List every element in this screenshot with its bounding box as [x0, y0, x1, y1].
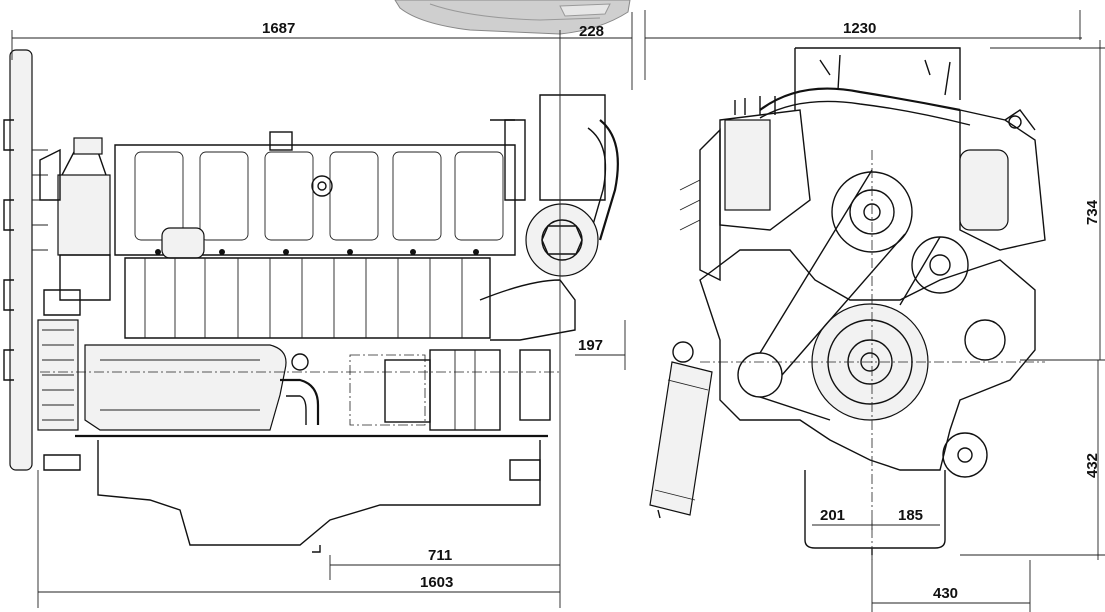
- dim-overall-length: 1687: [262, 20, 295, 37]
- dim-sump-length-part: 711: [428, 547, 452, 564]
- dim-front-left: 201: [820, 507, 845, 524]
- dim-side-offset: 197: [578, 337, 603, 354]
- dim-height-top: 734: [1084, 199, 1101, 225]
- front-view-dimension-lines: [644, 10, 1105, 612]
- dim-base-width: 430: [933, 585, 958, 602]
- dim-sump-length: 1603: [420, 574, 453, 591]
- side-view-dimension-lines: [11, 12, 633, 608]
- engine-front-view: [649, 47, 1046, 560]
- engine-side-view: [3, 49, 619, 553]
- dim-front-width: 1230: [843, 20, 876, 37]
- dim-front-right: 185: [898, 507, 923, 524]
- dim-height-lower: 432: [1084, 453, 1101, 478]
- dim-rear-overhang: 228: [579, 23, 604, 40]
